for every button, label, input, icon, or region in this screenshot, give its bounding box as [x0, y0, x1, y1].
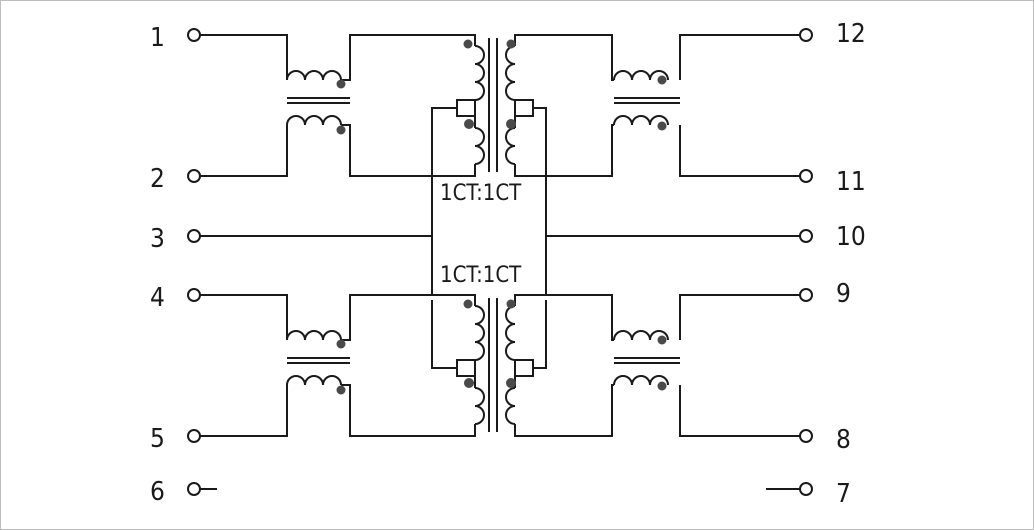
pin-label-6: 6: [150, 477, 165, 507]
choke-upper-left: [200, 34, 476, 177]
pin-labels: 1 2 3 4 5 6 12 11 10 9 8 7: [150, 19, 866, 509]
pin-label-2: 2: [150, 164, 165, 194]
choke-lower-right: [514, 294, 800, 437]
pin-label-9: 9: [836, 279, 851, 309]
pin-label-7: 7: [836, 479, 851, 509]
isolation-transformer-upper: [431, 38, 547, 294]
polarity-dots: [336, 39, 667, 395]
ratio-labels: 1CT:1CT 1CT:1CT: [440, 181, 522, 288]
pin-label-4: 4: [150, 283, 165, 313]
choke-lower-left: [200, 294, 476, 437]
pin-label-8: 8: [836, 425, 851, 455]
pin-label-3: 3: [150, 224, 165, 254]
upper-transformer-ratio-label: 1CT:1CT: [440, 181, 522, 206]
pin-label-10: 10: [836, 222, 866, 252]
choke-upper-right: [514, 34, 800, 177]
wiring: [187, 28, 813, 496]
lower-transformer-ratio-label: 1CT:1CT: [440, 263, 522, 288]
pin-label-1: 1: [150, 23, 165, 53]
pin-label-12: 12: [836, 19, 866, 49]
pin-label-5: 5: [150, 424, 165, 454]
pin-label-11: 11: [836, 167, 866, 197]
isolation-transformer-lower: [431, 298, 547, 432]
